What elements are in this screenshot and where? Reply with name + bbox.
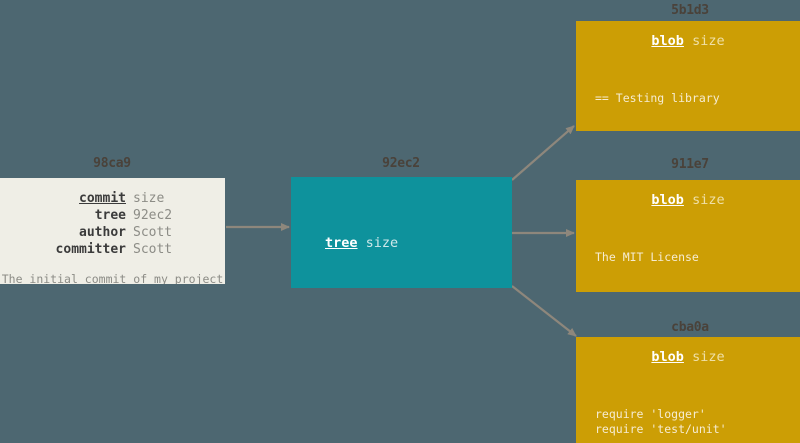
commit-box[interactable]: commit size tree 92ec2 author Scott comm… [0,178,225,284]
arrow-tree-to-blob-test [511,285,577,337]
blob-license-hash-label: 911e7 [671,157,709,172]
commit-field-value-author: Scott [133,225,173,240]
blob-test-box[interactable]: blob size require 'logger' require 'test… [576,337,800,443]
tree-entry-list: tree size blob 5b1d3 README blob 911e7 L… [325,201,512,288]
commit-field-key-author: author [79,225,126,240]
commit-field-row: tree 92ec2 [0,208,225,225]
blob-readme-line: == Testing library [595,91,720,105]
blob-readme-box[interactable]: blob size == Testing library This librar… [576,21,800,131]
blob-test-content: require 'logger' require 'test/unit' cla… [595,377,800,443]
commit-field-table: commit size tree 92ec2 author Scott comm… [0,191,225,259]
commit-field-row: author Scott [0,225,225,242]
blob-test-header: blob size [651,349,725,365]
commit-hash-label: 98ca9 [93,156,131,171]
tree-type-row: tree size [325,235,399,251]
blob-readme-hash-label: 5b1d3 [671,3,709,18]
tree-entry-row: blob 5b1d3 README [325,286,512,288]
tree-box[interactable]: tree size blob 5b1d3 README blob 911e7 L… [291,177,512,288]
blob-readme-header: blob size [651,33,725,49]
blob-license-line: The MIT License [595,250,699,264]
blob-license-box[interactable]: blob size The MIT License Copyright (c) … [576,180,800,292]
blob-test-line: require 'logger' require 'test/unit' [595,407,727,436]
blob-test-hash-label: cba0a [671,320,709,335]
blob-readme-content: == Testing library This library is used … [595,61,800,131]
commit-message: The initial commit of my project [1,272,224,284]
commit-field-key-tree: tree [94,208,126,223]
tree-hash-label: 92ec2 [382,156,420,171]
commit-field-value-tree: 92ec2 [133,208,173,223]
commit-field-key-committer: committer [55,242,126,257]
commit-type-value: size [133,191,165,206]
blob-license-header: blob size [651,192,725,208]
blob-license-content: The MIT License Copyright (c) 2008 Scott… [595,220,800,292]
commit-type-row: commit size [0,191,225,208]
commit-field-value-committer: Scott [133,242,173,257]
commit-field-row: committer Scott [0,242,225,259]
commit-type-key: commit [79,191,126,206]
arrow-tree-to-blob-readme [511,125,575,181]
